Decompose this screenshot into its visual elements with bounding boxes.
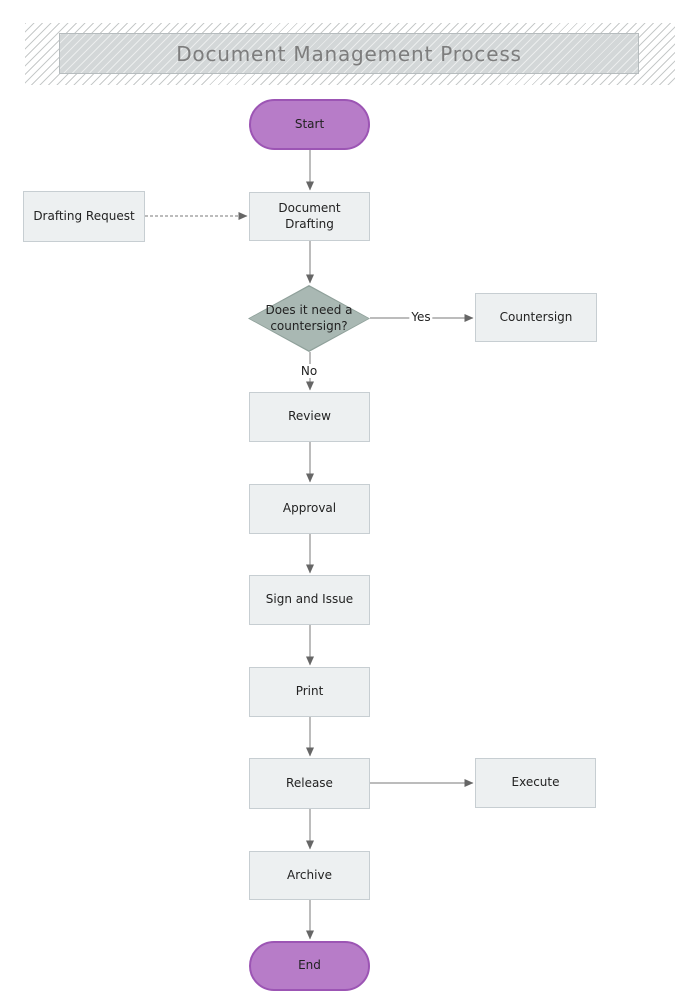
node-end[interactable]: End [249, 941, 370, 991]
node-label: Start [294, 116, 325, 131]
page-title: Document Management Process [176, 41, 522, 66]
node-label: Archive [287, 867, 332, 882]
node-label: Drafting Request [33, 208, 135, 223]
node-release[interactable]: Release [249, 758, 370, 809]
node-archive[interactable]: Archive [249, 851, 370, 900]
edge-label-no: No [298, 364, 320, 378]
node-countersign-decision[interactable]: Does it need a countersign? [248, 285, 370, 352]
node-drafting-request[interactable]: Drafting Request [23, 191, 145, 242]
node-label: Execute [511, 775, 560, 790]
node-label: Release [286, 775, 333, 790]
node-label: Countersign [499, 309, 573, 324]
node-execute[interactable]: Execute [475, 758, 596, 808]
node-countersign[interactable]: Countersign [475, 293, 597, 342]
node-label: End [298, 958, 321, 973]
node-document-drafting[interactable]: Document Drafting [249, 192, 370, 241]
edge-label-yes: Yes [409, 310, 433, 324]
node-start[interactable]: Start [249, 99, 370, 150]
node-sign-and-issue[interactable]: Sign and Issue [249, 575, 370, 625]
node-label: Print [295, 684, 324, 699]
node-review[interactable]: Review [249, 392, 370, 442]
node-label: Review [288, 409, 331, 424]
node-approval[interactable]: Approval [249, 484, 370, 534]
node-print[interactable]: Print [249, 667, 370, 717]
node-label: Sign and Issue [265, 592, 354, 607]
node-label: Document Drafting [278, 200, 341, 231]
title-box: Document Management Process [59, 33, 639, 74]
node-label: Approval [282, 501, 337, 516]
node-label: Does it need a countersign? [265, 302, 353, 333]
title-hatched-band: Document Management Process [25, 23, 675, 85]
